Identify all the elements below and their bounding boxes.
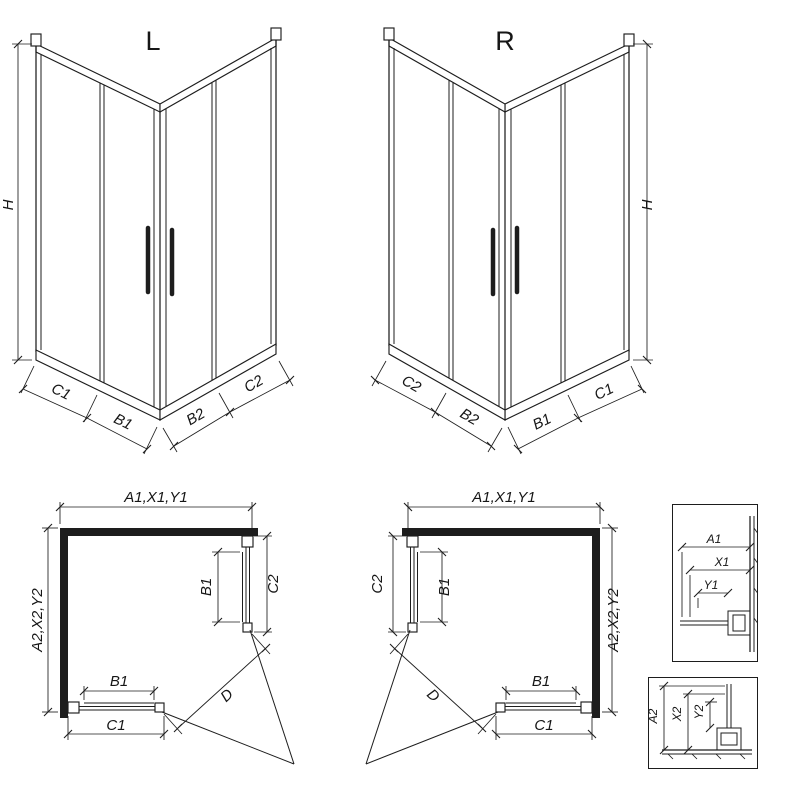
dim-b1-side-plan-right: B1 xyxy=(436,578,453,596)
plan-drawing-right xyxy=(366,502,618,764)
dim-a1-plan-left: A1,X1,Y1 xyxy=(123,489,187,506)
dim-c1-iso-right: C1 xyxy=(592,380,617,404)
dim-c1-plan-right: C1 xyxy=(534,717,553,734)
dim-d-plan-left: D xyxy=(217,686,237,706)
variant-label-l: L xyxy=(145,26,160,56)
dim-x1-detail: X1 xyxy=(714,555,730,569)
dim-c1-plan-left: C1 xyxy=(106,717,125,734)
dim-a1-plan-right: A1,X1,Y1 xyxy=(471,489,535,506)
plan-drawing-left xyxy=(42,502,294,764)
dim-a2-detail: A2 xyxy=(646,708,660,724)
dim-y1-detail: Y1 xyxy=(704,578,719,592)
dim-b1-front-plan-right: B1 xyxy=(532,673,550,690)
dim-c2-plan-right: C2 xyxy=(369,574,386,594)
dim-b2-iso-right: B2 xyxy=(457,405,482,429)
dim-a2-plan-right: A2,X2,Y2 xyxy=(605,588,622,653)
detail-width-profile xyxy=(672,504,758,662)
dim-b2-iso-left: B2 xyxy=(184,405,209,429)
labels: L H C1 B1 B2 C2 R H C2 B2 B1 C1 A1,X1,Y1… xyxy=(0,26,729,734)
dim-c2-plan-left: C2 xyxy=(265,574,282,594)
dim-a1-detail: A1 xyxy=(706,532,722,546)
dim-x2-detail: X2 xyxy=(670,706,684,722)
dim-c2-iso-right: C2 xyxy=(399,372,425,397)
dim-b1-iso-right: B1 xyxy=(530,410,554,433)
variant-label-r: R xyxy=(495,26,515,56)
dim-c2-iso-left: C2 xyxy=(241,372,267,397)
dim-a2-plan-left: A2,X2,Y2 xyxy=(29,588,46,653)
dim-h-left: H xyxy=(0,199,17,210)
dim-d-plan-right: D xyxy=(423,686,443,706)
dim-b1-iso-left: B1 xyxy=(111,410,135,433)
dim-b1-front-plan-left: B1 xyxy=(110,673,128,690)
dim-y2-detail: Y2 xyxy=(692,704,706,719)
dim-h-right: H xyxy=(639,199,656,210)
dim-b1-side-plan-left: B1 xyxy=(198,578,215,596)
dim-c1-iso-left: C1 xyxy=(49,380,74,404)
detail-depth-profile xyxy=(648,677,758,769)
